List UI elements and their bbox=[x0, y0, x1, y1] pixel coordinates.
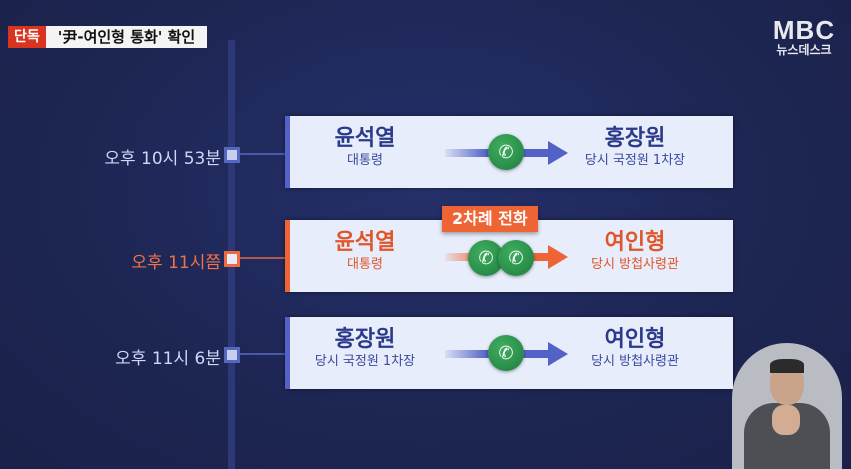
call-count-callout: 2차례 전화 bbox=[442, 206, 538, 232]
connector-1 bbox=[240, 153, 288, 155]
callee: 여인형 당시 방첩사령관 bbox=[560, 327, 710, 371]
interpreter-hands bbox=[772, 405, 800, 435]
time-label-2: 오후 11시쯤 bbox=[131, 253, 221, 273]
headline-banner: 단독 '尹-여인형 통화' 확인 bbox=[8, 26, 208, 48]
caller: 홍장원 당시 국정원 1차장 bbox=[290, 327, 440, 371]
logo-brand: MBC bbox=[772, 15, 836, 45]
timeline-node-3 bbox=[224, 347, 240, 363]
phone-call-icon: ✆ bbox=[498, 240, 534, 276]
caller-name: 윤석열 bbox=[334, 126, 396, 151]
callee: 홍장원 당시 국정원 1차장 bbox=[560, 126, 710, 170]
sign-language-interpreter bbox=[732, 343, 842, 469]
caller: 윤석열 대통령 bbox=[290, 230, 440, 274]
call-card-3: 홍장원 당시 국정원 1차장 ✆ 여인형 당시 방첩사령관 bbox=[285, 317, 733, 389]
headline-text: '尹-여인형 통화' 확인 bbox=[45, 26, 208, 48]
phone-call-icon: ✆ bbox=[488, 134, 524, 170]
callee-role: 당시 국정원 1차장 bbox=[584, 153, 686, 168]
call-card-1: 윤석열 대통령 ✆ 홍장원 당시 국정원 1차장 bbox=[285, 116, 733, 188]
logo-program: 뉴스데스크 bbox=[776, 43, 832, 57]
caller-role: 대통령 bbox=[347, 153, 383, 168]
callee: 여인형 당시 방첩사령관 bbox=[560, 230, 710, 274]
caller-name: 홍장원 bbox=[334, 327, 396, 352]
callee-role: 당시 방첩사령관 bbox=[591, 257, 679, 272]
connector-3 bbox=[240, 353, 288, 355]
time-label-1: 오후 10시 53분 bbox=[104, 149, 221, 169]
callee-name: 여인형 bbox=[604, 327, 666, 352]
timeline-node-1 bbox=[224, 147, 240, 163]
time-label-3: 오후 11시 6분 bbox=[115, 349, 221, 369]
phone-call-icon: ✆ bbox=[488, 335, 524, 371]
caller-role: 당시 국정원 1차장 bbox=[314, 354, 416, 369]
caller-role: 대통령 bbox=[347, 257, 383, 272]
callee-name: 여인형 bbox=[604, 230, 666, 255]
caller: 윤석열 대통령 bbox=[290, 126, 440, 170]
exclusive-badge: 단독 bbox=[8, 26, 46, 48]
interpreter-hair bbox=[770, 359, 804, 373]
caller-name: 윤석열 bbox=[334, 230, 396, 255]
connector-2 bbox=[240, 257, 288, 259]
callee-name: 홍장원 bbox=[604, 126, 666, 151]
mbc-logo: MBC 뉴스데스크 bbox=[768, 15, 840, 58]
callee-role: 당시 방첩사령관 bbox=[591, 354, 679, 369]
call-card-2: 윤석열 대통령 ✆ ✆ 여인형 당시 방첩사령관 bbox=[285, 220, 733, 292]
timeline-node-2 bbox=[224, 251, 240, 267]
